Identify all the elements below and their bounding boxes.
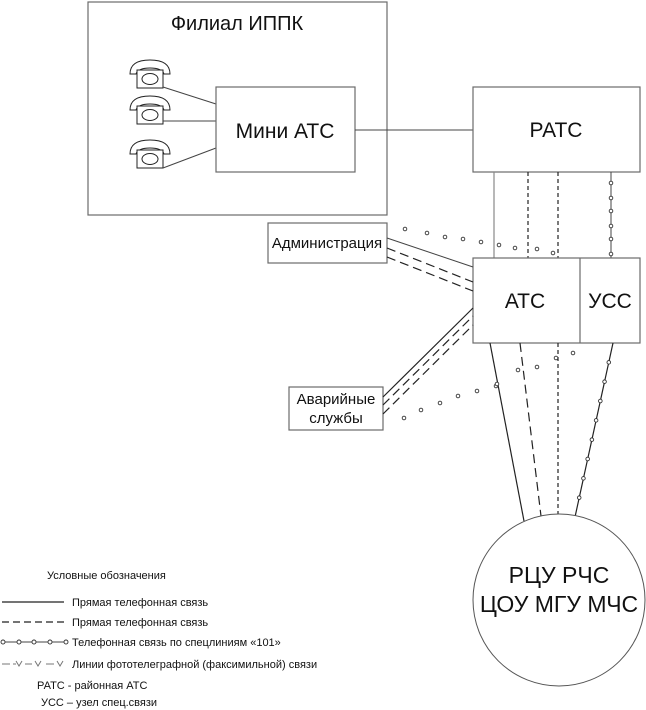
- line-marker-dot: [496, 242, 502, 248]
- legend-101-markers: [0, 639, 69, 645]
- uss-label: УСС: [588, 290, 632, 313]
- line-marker-dot: [460, 236, 466, 242]
- line-marker-dot: [608, 223, 614, 229]
- line-marker-dot: [474, 388, 480, 394]
- legend-item-label: Телефонная связь по спецлиниям «101»: [72, 637, 281, 649]
- center-label-2: ЦОУ МГУ МЧС: [480, 591, 638, 617]
- center-node-circle: [472, 513, 646, 687]
- line-marker-dot: [534, 364, 540, 370]
- line-marker-dot: [576, 495, 582, 500]
- line-marker-dot: [608, 251, 614, 257]
- mini-ats-label: Мини АТС: [236, 120, 335, 143]
- ats-label: АТС: [505, 290, 545, 313]
- telephone-icon: [129, 139, 171, 169]
- line-marker-dot: [593, 418, 599, 423]
- filial-title: Филиал ИППК: [171, 13, 304, 35]
- emergency-ats-solid: [382, 307, 474, 398]
- emergency-label-2: службы: [309, 410, 363, 427]
- legend-abbrev-rats: РАТС - районная АТС: [37, 680, 147, 692]
- special-line-markers: [608, 180, 614, 257]
- emergency-box: [288, 386, 384, 431]
- admin-ats-solid: [386, 237, 474, 268]
- line-marker-dot: [401, 415, 407, 421]
- administration-label: Администрация: [272, 235, 382, 252]
- line-marker-dot: [424, 230, 430, 236]
- ats-uss-box: [472, 257, 641, 344]
- special-line-dots: [401, 226, 612, 500]
- line-marker-dot: [606, 360, 612, 365]
- administration-box: [267, 222, 388, 264]
- emergency-ats-dashed: [382, 315, 474, 406]
- line-marker-dot: [534, 246, 540, 252]
- rats-label: РАТС: [530, 119, 583, 142]
- line-marker-dot: [608, 180, 614, 186]
- legend-item-label: Прямая телефонная связь: [72, 617, 208, 629]
- line-marker-dot: [608, 208, 614, 214]
- uss-center-101: [574, 342, 614, 518]
- emergency-label-1: Аварийные: [297, 391, 376, 408]
- telephone-icon: [129, 59, 171, 89]
- line-marker-dot: [598, 398, 603, 404]
- line-marker-dot: [602, 379, 607, 384]
- ats-center-solid: [489, 342, 525, 522]
- ats-center-fax: [519, 342, 542, 517]
- phone-link: [162, 147, 217, 169]
- line-marker-dot: [585, 456, 590, 462]
- line-marker-dot: [418, 407, 424, 413]
- line-marker-dot: [455, 393, 461, 399]
- telephone-icon: [129, 95, 171, 125]
- line-marker-dot: [402, 226, 408, 232]
- center-label-1: РЦУ РЧС: [509, 562, 610, 588]
- line-marker-dot: [608, 236, 614, 242]
- line-marker-dot: [478, 239, 484, 245]
- line-marker-dot: [553, 355, 559, 361]
- line-marker-dot: [581, 476, 586, 481]
- line-marker-dot: [442, 234, 448, 240]
- line-marker-dot: [437, 400, 443, 406]
- line-marker-dot: [608, 195, 614, 201]
- emergency-ats-fax: [382, 324, 474, 415]
- mini-ats-box: [215, 86, 356, 173]
- line-marker-dot: [589, 437, 595, 442]
- rats-box: [472, 86, 641, 173]
- legend-fax-sample: [2, 660, 64, 667]
- legend-abbrev-uss: УСС – узел спец.связи: [41, 697, 157, 709]
- phone-link: [162, 86, 217, 105]
- admin-ats-dashed: [386, 247, 474, 283]
- line-marker-dot: [515, 367, 521, 373]
- legend-item-label: Прямая телефонная связь: [72, 597, 208, 609]
- legend-item-label: Линии фототелеграфной (факсимильной) свя…: [72, 659, 317, 671]
- legend-title: Условные обозначения: [47, 570, 166, 582]
- line-marker-dot: [512, 245, 518, 251]
- line-marker-dot: [550, 250, 556, 256]
- line-marker-dot: [494, 381, 500, 387]
- line-marker-dot: [570, 350, 576, 356]
- admin-ats-fax: [386, 256, 474, 292]
